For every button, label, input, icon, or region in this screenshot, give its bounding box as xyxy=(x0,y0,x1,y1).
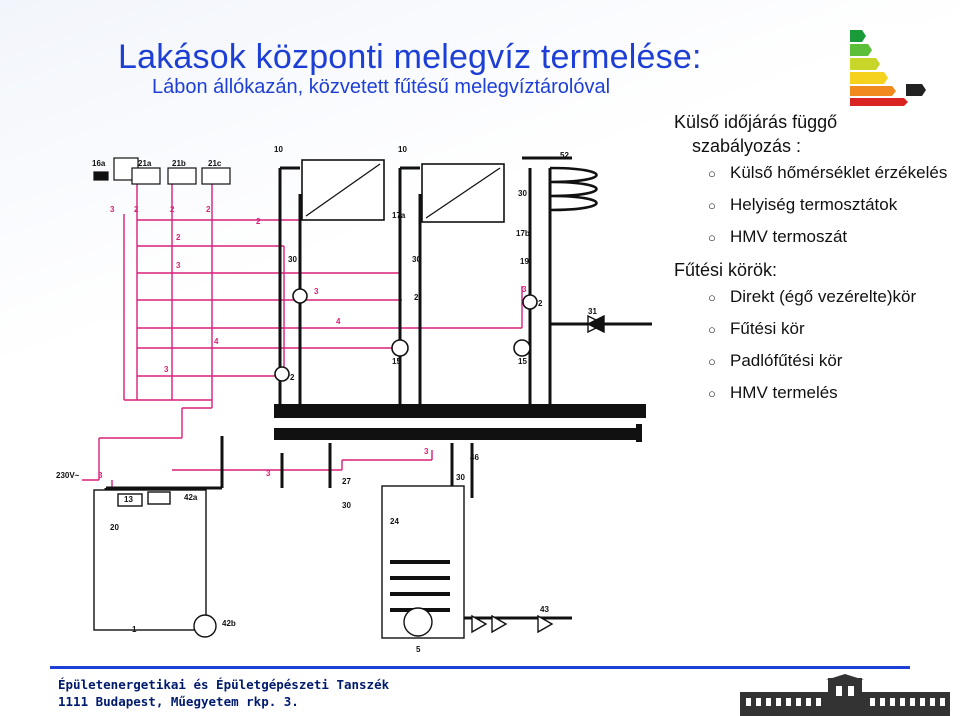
hollow-circle-bullet-icon: ○ xyxy=(708,322,716,337)
label-17b: 17b xyxy=(516,229,530,238)
wire-label-2e: 2 xyxy=(176,233,181,242)
label-2d: 2 xyxy=(290,373,295,382)
label-30b: 30 xyxy=(288,255,297,264)
label-46: 46 xyxy=(470,453,479,462)
list-item: ○HMV termelés xyxy=(708,383,838,402)
group1-title-cont: szabályozás : xyxy=(692,136,802,156)
vessels xyxy=(93,485,465,639)
label-15a: 15 xyxy=(392,357,401,366)
label-43: 43 xyxy=(540,605,549,614)
label-31: 31 xyxy=(588,307,597,316)
pumps xyxy=(274,288,538,382)
label-30e: 30 xyxy=(456,473,465,482)
bullet-panel: Külső időjárás függő szabályozás : ○Küls… xyxy=(674,110,954,414)
label-17a: 17a xyxy=(392,211,406,220)
footer-address: 1111 Budapest, Műegyetem rkp. 3. xyxy=(58,694,299,709)
room-thermostats xyxy=(93,157,231,185)
group2-title: Fűtési körök: xyxy=(674,260,778,280)
list-item: ○Fűtési kör xyxy=(708,319,805,338)
header-pipe-lower xyxy=(274,428,642,440)
label-16a: 16a xyxy=(92,159,106,168)
label-2a: 2 xyxy=(414,293,419,302)
hollow-circle-bullet-icon: ○ xyxy=(708,198,716,213)
hollow-circle-bullet-icon: ○ xyxy=(708,354,716,369)
label-1: 1 xyxy=(132,625,137,634)
wire-label-3h: 3 xyxy=(522,285,527,294)
label-24: 24 xyxy=(390,517,399,526)
wire-label-2a: 2 xyxy=(134,205,139,214)
wire-label-3e: 3 xyxy=(98,471,103,480)
label-42a: 42a xyxy=(184,493,198,502)
wire-label-4a: 4 xyxy=(336,317,341,326)
hollow-circle-bullet-icon: ○ xyxy=(708,166,716,181)
list-item: ○Padlófűtési kör xyxy=(708,351,843,370)
heating-system-diagram: 16a 21a 21b 21c 10 10 52 30 17a 17b 19 3… xyxy=(56,145,652,654)
footer: Épületenergetikai és Épületgépészeti Tan… xyxy=(58,676,389,710)
label-2b: 2 xyxy=(538,299,543,308)
university-building-icon xyxy=(740,674,950,716)
wire-label-2d: 2 xyxy=(256,217,261,226)
list-item: ○Helyiség termosztátok xyxy=(708,195,898,214)
pink-control-wires xyxy=(82,184,523,492)
wire-label-3d: 3 xyxy=(164,365,169,374)
wire-label-2c: 2 xyxy=(206,205,211,214)
label-21a: 21a xyxy=(138,159,152,168)
wire-label-4b: 4 xyxy=(214,337,219,346)
valves xyxy=(471,314,606,634)
group1-title: Külső időjárás függő xyxy=(674,112,838,132)
wire-label-3a: 3 xyxy=(110,205,115,214)
footer-divider xyxy=(50,666,910,669)
slide-subtitle: Lábon állókazán, közvetett fűtésű melegv… xyxy=(152,76,611,98)
label-10b: 10 xyxy=(398,145,407,154)
label-15b: 15 xyxy=(518,357,527,366)
energy-label-icon xyxy=(846,26,926,106)
label-10a: 10 xyxy=(274,145,283,154)
list-item: ○HMV termoszát xyxy=(708,227,848,246)
list-item: ○Direkt (égő vezérelte)kör xyxy=(708,287,917,306)
wire-label-3b: 3 xyxy=(176,261,181,270)
label-20: 20 xyxy=(110,523,119,532)
hollow-circle-bullet-icon: ○ xyxy=(708,386,716,401)
label-30d: 30 xyxy=(342,501,351,510)
label-27: 27 xyxy=(342,477,351,486)
label-21c: 21c xyxy=(208,159,222,168)
label-52: 52 xyxy=(560,151,569,160)
label-21b: 21b xyxy=(172,159,186,168)
wire-label-3c: 3 xyxy=(314,287,319,296)
label-13: 13 xyxy=(124,495,133,504)
label-30c: 30 xyxy=(412,255,421,264)
wire-label-3g: 3 xyxy=(424,447,429,456)
group1-list: ○Külső hőmérséklet érzékelés ○Helyiség t… xyxy=(674,162,954,247)
label-30a: 30 xyxy=(518,189,527,198)
wire-label-3f: 3 xyxy=(266,469,271,478)
label-5: 5 xyxy=(416,645,421,654)
label-42b: 42b xyxy=(222,619,236,628)
radiator-b xyxy=(421,163,505,223)
group2-list: ○Direkt (égő vezérelte)kör ○Fűtési kör ○… xyxy=(674,286,954,403)
header-pipe-upper xyxy=(274,404,646,418)
label-19: 19 xyxy=(520,257,529,266)
wire-label-2b: 2 xyxy=(170,205,175,214)
footer-department: Épületenergetikai és Épületgépészeti Tan… xyxy=(58,677,390,692)
label-230v: 230V~ xyxy=(56,471,80,480)
radiator-a xyxy=(301,159,385,221)
hollow-circle-bullet-icon: ○ xyxy=(708,290,716,305)
hollow-circle-bullet-icon: ○ xyxy=(708,230,716,245)
list-item: ○Külső hőmérséklet érzékelés xyxy=(708,163,948,182)
slide-title: Lakások központi melegvíz termelése: xyxy=(118,38,702,76)
